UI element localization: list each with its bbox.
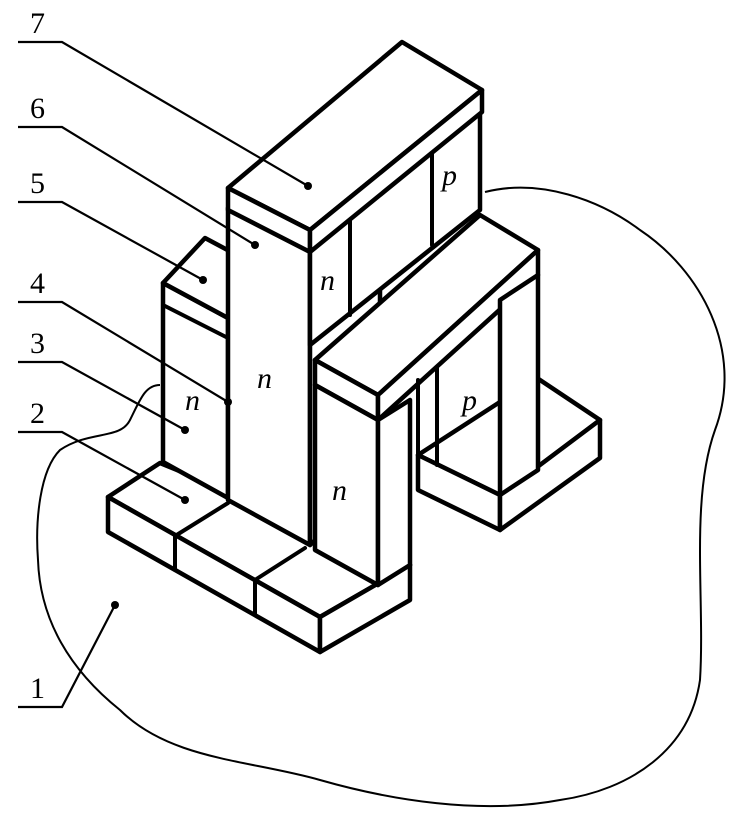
region-mark-p-lower: p [460,384,477,417]
leader-6 [18,125,256,246]
leader-7 [18,40,309,187]
leader-1 [18,604,116,709]
base-seam-top-a [173,501,230,538]
dot-2 [181,496,189,504]
leader-4 [18,300,229,403]
region-mark-n-upper: n [320,264,335,297]
label-4: 4 [30,267,45,300]
region-mark-n-left: n [185,384,200,417]
left-pillar-band [161,303,230,340]
label-6: 6 [30,92,45,125]
label-7: 7 [30,7,45,40]
dot-6 [251,241,259,249]
label-5: 5 [30,167,45,200]
dot-3 [181,426,189,434]
dot-1 [111,601,119,609]
leader-3 [18,360,186,431]
dot-7 [304,182,312,190]
rear-leg [497,272,541,498]
label-3: 3 [30,327,45,360]
region-mark-n-center: n [257,362,272,395]
label-1: 1 [30,672,45,705]
rear-base-right-face [497,417,603,533]
top-cap-side [307,87,485,255]
substrate-outline [36,186,726,808]
dot-5 [199,276,207,284]
dot-4 [224,398,232,406]
leader-5 [18,200,204,281]
region-mark-n-lower: n [332,474,347,507]
label-2: 2 [30,397,45,430]
region-mark-p-upper: p [440,159,457,192]
leader-2 [18,430,186,501]
right-leg-side [375,397,413,588]
base-seam-top-b [253,546,307,582]
